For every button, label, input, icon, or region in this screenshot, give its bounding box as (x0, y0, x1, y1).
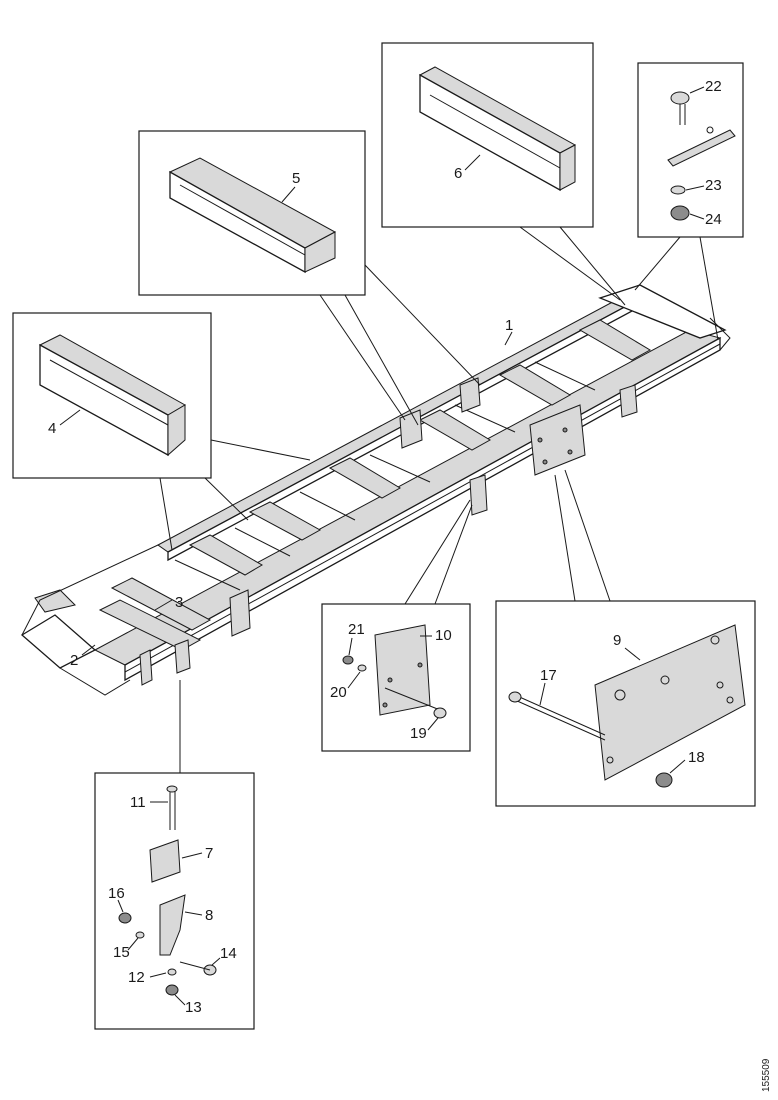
callout-18: 18 (688, 749, 705, 766)
chassis-frame (20, 284, 731, 696)
inset-box-10 (321, 603, 471, 752)
front-crossmember-end (20, 614, 97, 669)
callout-7: 7 (205, 845, 213, 862)
callout-labels: 1 2 3 4 5 6 7 8 9 10 11 12 13 14 15 16 1… (48, 78, 722, 1016)
nut-24 (670, 205, 690, 221)
inset-part-4 (12, 312, 212, 479)
washer-15 (135, 931, 145, 939)
callout-9: 9 (613, 632, 621, 649)
callout-24: 24 (705, 211, 722, 228)
plate-9 (594, 624, 746, 781)
callout-22: 22 (705, 78, 722, 95)
plate-10 (374, 624, 431, 716)
callout-11: 11 (130, 794, 146, 811)
inset-parts-7-16 (94, 772, 255, 1030)
bolt-19 (433, 707, 447, 719)
callout-17: 17 (540, 667, 557, 684)
callout-6: 6 (454, 165, 462, 182)
bolt-22-head (670, 91, 690, 105)
nut-16 (118, 912, 132, 924)
nut-13 (165, 984, 179, 996)
nut-21 (342, 655, 354, 665)
bracket-8 (159, 894, 186, 956)
callout-12: 12 (128, 969, 145, 986)
callout-14: 14 (220, 945, 237, 962)
callout-1: 1 (505, 317, 513, 334)
strip-part (667, 129, 736, 167)
washer-12 (167, 968, 177, 976)
rear-crossmember-end (598, 284, 727, 339)
callout-15: 15 (113, 944, 130, 961)
plate-7 (149, 839, 181, 883)
inset-part-5 (138, 130, 366, 296)
nut-18 (655, 772, 673, 788)
callout-2: 2 (70, 652, 78, 669)
inset-part-6 (381, 42, 594, 228)
bolt-17 (508, 691, 522, 703)
callout-19: 19 (410, 725, 427, 742)
mounting-plate-9-position (529, 404, 586, 476)
callout-5: 5 (292, 170, 300, 187)
drawing-reference-number: 155509 (761, 1058, 772, 1092)
washer-23 (670, 185, 686, 195)
callout-16: 16 (108, 885, 125, 902)
callout-10: 10 (435, 627, 452, 644)
callout-21: 21 (348, 621, 365, 638)
inset-parts-22-24 (637, 62, 744, 238)
callout-20: 20 (330, 684, 347, 701)
callout-4: 4 (48, 420, 56, 437)
mounting-plate-10-position (469, 474, 488, 516)
callout-3: 3 (175, 594, 183, 611)
callout-13: 13 (185, 999, 202, 1016)
bolt-11 (166, 785, 178, 793)
inset-parts-10-19-21 (321, 603, 471, 752)
leader-lines (159, 226, 719, 773)
callout-23: 23 (705, 177, 722, 194)
washer-20 (357, 664, 367, 672)
inset-parts-9-17-18 (495, 600, 756, 807)
callout-8: 8 (205, 907, 213, 924)
